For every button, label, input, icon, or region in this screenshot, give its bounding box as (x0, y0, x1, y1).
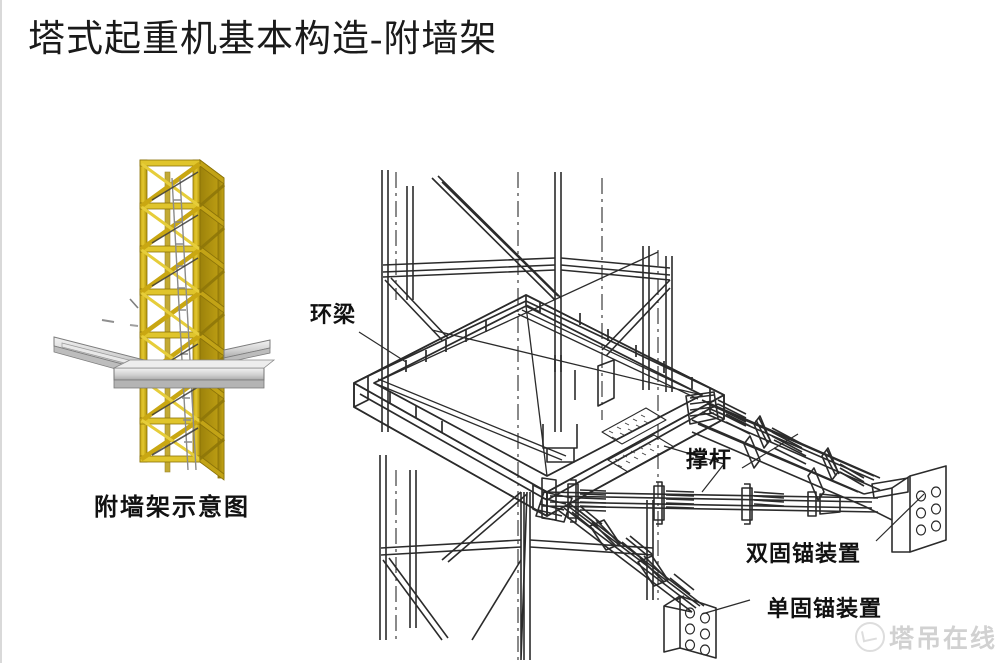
callout-leader-lines (358, 331, 925, 615)
callout-ring-beam: 环梁 (310, 303, 357, 328)
upper-wall-anchor-plate (863, 465, 947, 553)
callout-double-anchor-device: 双固锚装置 (746, 542, 862, 567)
mast-columns (379, 170, 673, 661)
upper-anchor-bolt-holes (915, 486, 942, 536)
lower-anchor-bolt-holes (684, 607, 711, 656)
lower-diagonal-strut-assembly (535, 491, 705, 613)
mast-collar (542, 355, 615, 463)
mast-lattice-body (139, 159, 226, 481)
left-figure-caption: 附墙架示意图 (94, 493, 250, 521)
lower-wall-anchor-plate (663, 595, 717, 659)
page-title: 塔式起重机基本构造-附墙架 (28, 19, 498, 60)
wall-tie-beams (53, 298, 276, 389)
ring-beam-diagonal-bracing (373, 251, 703, 477)
bearing-pad-plates (601, 407, 675, 473)
upper-strut-assembly (685, 391, 881, 507)
callout-strut-rod: 撑杆 (686, 448, 733, 473)
callout-single-anchor-device: 单固锚装置 (767, 597, 883, 622)
